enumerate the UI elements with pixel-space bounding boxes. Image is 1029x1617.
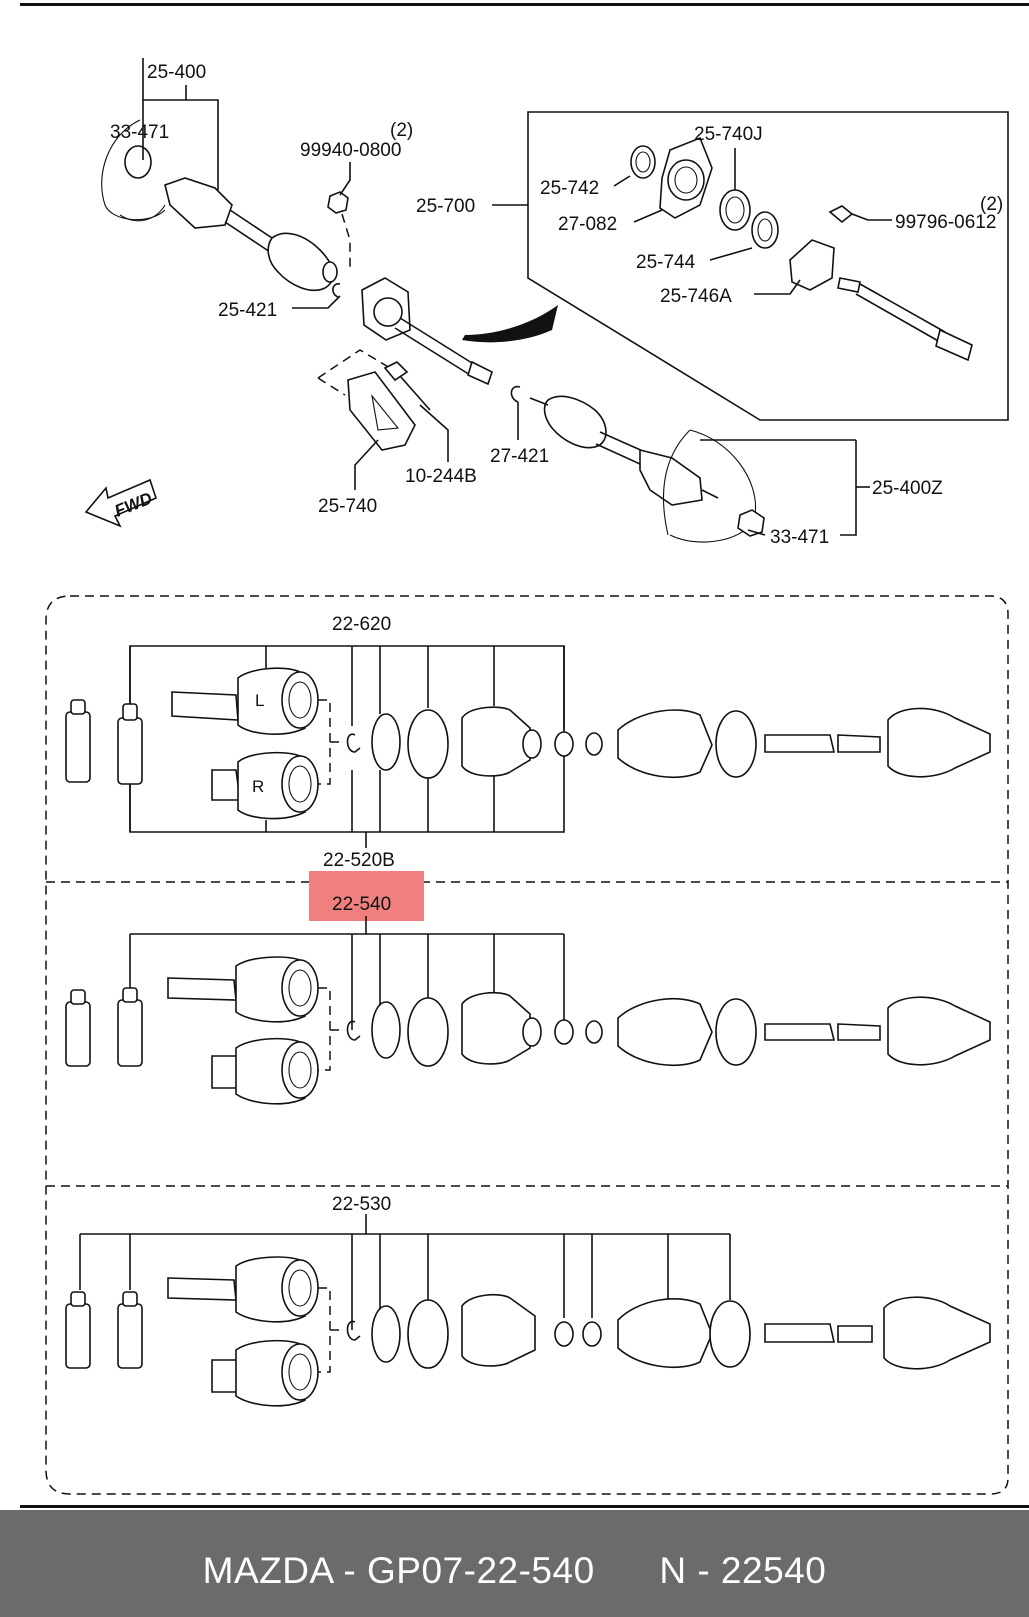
seal-25-742-icon: [630, 145, 656, 179]
row-22-620: L R: [65, 645, 991, 848]
hub-nut-right-icon: [737, 509, 765, 537]
bolt-10-244b-icon: [383, 361, 409, 382]
label-22-620: 22-620: [332, 614, 391, 635]
inner-boot-icon: [461, 706, 531, 777]
cv-left-tag: L: [255, 691, 264, 710]
label-27-421: 27-421: [490, 446, 549, 467]
label-99796-0612: 99796-0612: [895, 212, 996, 233]
label-25-400: 25-400: [147, 62, 206, 83]
grease-tube-4-icon: [117, 999, 143, 1067]
parts-diagram: FWD 25-400 33-471 (2) 99940-0800 25-421 …: [20, 58, 1029, 1508]
label-33-471-left: 33-471: [110, 122, 169, 143]
axle-shaft-3-icon: [764, 1323, 835, 1343]
outer-cv-joint-3-icon: [883, 1296, 991, 1370]
label-10-244b: 10-244B: [405, 466, 477, 487]
label-99796-qty: (2): [980, 194, 1003, 215]
plate-25-746a-icon: [789, 239, 835, 291]
footer-bar: MAZDA - GP07-22-540 N - 22540: [0, 1510, 1029, 1617]
snap-ring-2-icon: [371, 1001, 401, 1059]
outer-boot-3-icon: [617, 1298, 713, 1368]
upper-assembly: FWD 25-400 33-471 (2) 99940-0800 25-421 …: [84, 58, 1009, 548]
band-clamp-2-icon: [554, 1019, 574, 1045]
snap-ring-3-icon: [371, 1305, 401, 1363]
axle-shaft-2-icon: [764, 1023, 836, 1041]
grease-tube-1-icon: [65, 711, 91, 783]
grease-tube-2-icon: [117, 717, 143, 785]
cv-stem-3-icon: [167, 1277, 237, 1301]
hub-nut-left-icon: [124, 145, 152, 179]
bearing-25-740j-icon: [719, 189, 751, 231]
label-22-520b: 22-520B: [323, 850, 395, 871]
row-22-530: [65, 1214, 991, 1407]
boot-band-3-icon: [407, 1299, 449, 1369]
band-clamp-icon: [554, 731, 574, 757]
boot-band-2-icon: [407, 997, 449, 1067]
bottom-border-line: [20, 1505, 1029, 1508]
kit-panel-border: [45, 595, 1009, 1495]
circlip-icon: [346, 733, 361, 753]
inner-cv-boot-left-icon: [267, 232, 334, 292]
outer-boot-2-icon: [617, 998, 713, 1066]
ring-25-744-icon: [751, 211, 779, 249]
detail-arrow: [462, 305, 558, 343]
inner-boot-3-icon: [461, 1293, 536, 1367]
label-27-082: 27-082: [558, 214, 617, 235]
label-33-471-right: 33-471: [770, 527, 829, 548]
axle-shaft-icon: [764, 734, 836, 753]
label-25-742: 25-742: [540, 178, 599, 199]
band-clamp-3a-icon: [554, 1321, 574, 1347]
boot-band-icon: [407, 709, 449, 779]
circlip-2-icon: [346, 1020, 361, 1041]
circlip-3-icon: [346, 1320, 361, 1341]
outer-cv-boot-left-icon: [164, 177, 233, 229]
cv-stem-2-icon: [167, 977, 237, 1001]
label-25-400z: 25-400Z: [872, 478, 943, 499]
outer-cv-joint-2-icon: [887, 996, 991, 1066]
bolt-99796-icon: [828, 205, 854, 224]
outer-cv-boot-right-icon: [639, 448, 703, 506]
label-22-540: 22-540: [332, 894, 391, 915]
label-25-740j: 25-740J: [694, 124, 763, 145]
label-25-746a: 25-746A: [660, 286, 732, 307]
fwd-arrow-icon: FWD: [84, 478, 157, 528]
row-22-540: [65, 916, 991, 1105]
cv-right-tag: R: [252, 777, 264, 796]
outer-boot-icon: [617, 709, 713, 778]
top-border-line: [20, 3, 1029, 6]
band-clamp-3b-icon: [582, 1321, 602, 1347]
footer-part-number: MAZDA - GP07-22-540 N - 22540: [202, 1550, 827, 1591]
label-25-700: 25-700: [416, 196, 475, 217]
grease-tube-5-icon: [65, 1303, 91, 1369]
bracket-25-740-icon: [347, 371, 416, 451]
label-25-744: 25-744: [636, 252, 696, 273]
grease-tube-3-icon: [65, 1001, 91, 1067]
inner-cv-boot-right-icon: [543, 395, 607, 449]
nut-99940-icon: [327, 191, 349, 214]
inner-boot-2-icon: [461, 991, 531, 1065]
detail-box-25-700: [527, 111, 1009, 421]
kit-panel: 22-620 22-520B 22-540 22-530: [45, 595, 1009, 1495]
outer-cv-joint-icon: [887, 707, 991, 778]
highlight-22-540: [309, 871, 424, 921]
cv-stem-l-icon: [171, 691, 239, 721]
label-99940-qty: (2): [390, 120, 413, 141]
label-99940-0800: 99940-0800: [300, 140, 401, 161]
snap-ring-icon: [371, 713, 401, 771]
label-25-421: 25-421: [218, 300, 277, 321]
label-25-740: 25-740: [318, 496, 377, 517]
grease-tube-6-icon: [117, 1303, 143, 1369]
label-22-530: 22-530: [332, 1194, 391, 1215]
